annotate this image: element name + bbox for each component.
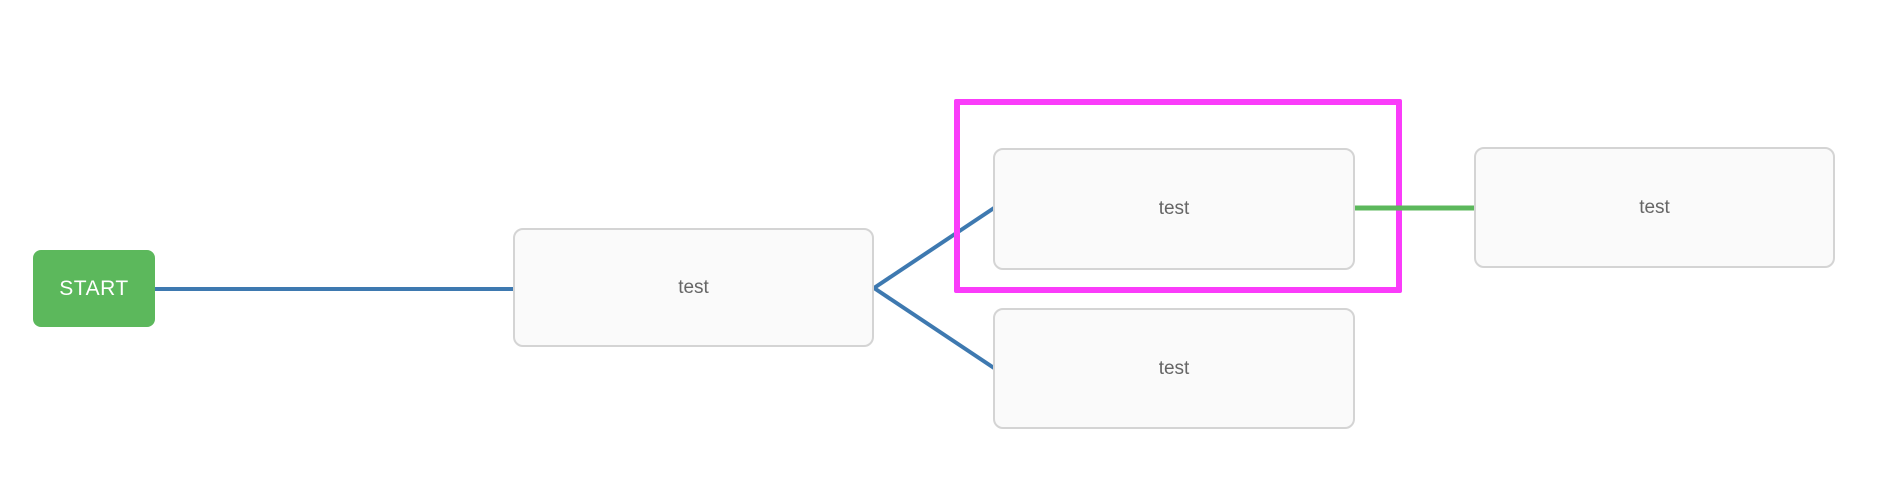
connector-mid-to-top[interactable] (872, 206, 996, 290)
flow-node-right[interactable]: test (1474, 147, 1835, 268)
flow-node-label: test (1639, 196, 1670, 218)
start-node[interactable]: START (33, 250, 155, 327)
flow-node-mid[interactable]: test (513, 228, 874, 347)
flow-node-label: test (1158, 198, 1190, 219)
flow-node-label: test (1158, 357, 1190, 379)
flow-node-top-selected[interactable]: test (993, 148, 1355, 270)
flow-node-label: test (678, 276, 709, 298)
flow-node-bottom[interactable]: test (993, 308, 1355, 429)
connector-mid-to-bottom[interactable] (872, 286, 996, 370)
